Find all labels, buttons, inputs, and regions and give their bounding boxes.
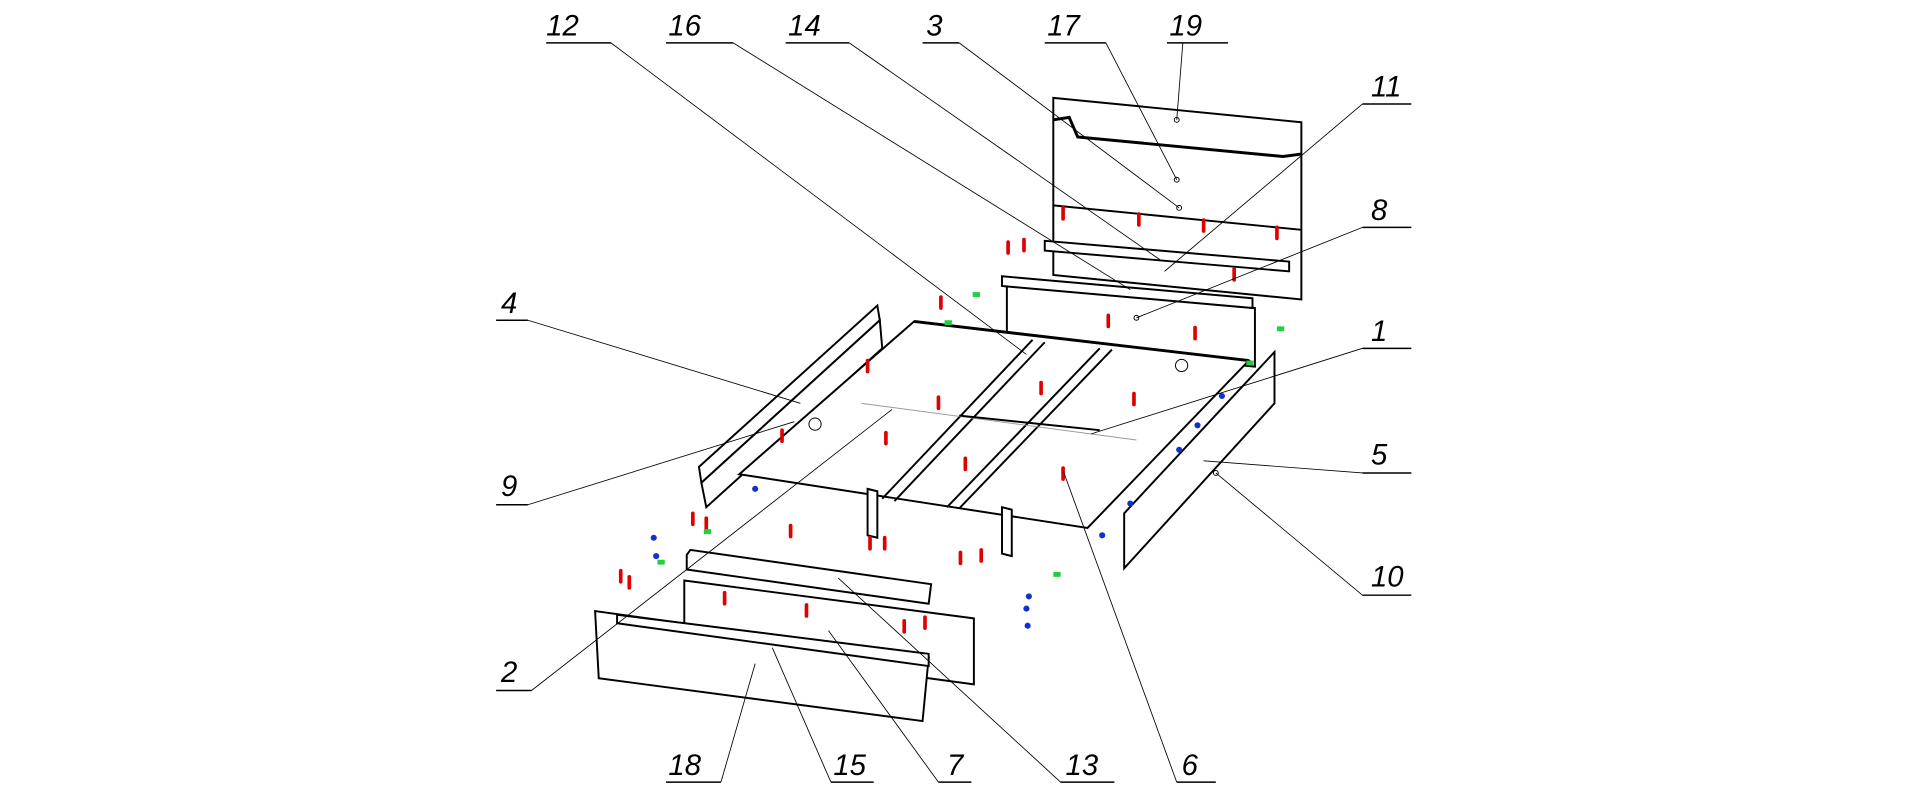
left-side-rail	[697, 303, 884, 510]
callout-leader-line	[732, 42, 1131, 291]
callout-leader-line	[1105, 42, 1178, 180]
fastener-blue	[1218, 392, 1225, 400]
callout-1: 1	[1091, 315, 1412, 435]
fastener-blue	[1127, 500, 1134, 507]
callout-label: 2	[500, 656, 517, 689]
callout-label: 7	[947, 749, 965, 782]
callout-leader-line	[527, 319, 801, 404]
callout-label: 13	[1066, 749, 1099, 782]
callout-label: 19	[1169, 10, 1202, 43]
callout-leader-line	[1091, 347, 1363, 435]
callout-leader-line	[531, 409, 893, 691]
callout-13: 13	[837, 577, 1115, 783]
callout-leader-line	[837, 577, 1061, 783]
callout-leader-line	[1203, 460, 1363, 474]
callout-leader-line	[849, 42, 1162, 261]
front-rail	[685, 548, 933, 605]
fastener-blue	[752, 485, 759, 492]
callout-18: 18	[665, 663, 756, 783]
fastener-blue	[1023, 605, 1030, 612]
fastener-blue	[1194, 422, 1201, 429]
callout-label: 6	[1182, 749, 1199, 782]
callout-17: 17	[1044, 10, 1178, 180]
fastener-green	[703, 529, 712, 535]
callout-label: 16	[668, 10, 701, 43]
callout-16: 16	[665, 10, 1131, 291]
fastener-green	[1053, 571, 1061, 577]
callout-7: 7	[828, 630, 972, 783]
callout-label: 1	[1371, 315, 1387, 348]
fastener-blue	[1025, 593, 1032, 600]
fastener-blue	[1176, 446, 1183, 453]
callout-label: 4	[501, 287, 517, 320]
callout-8: 8	[1136, 194, 1412, 319]
callout-label: 9	[501, 470, 517, 503]
callout-leader-line	[828, 630, 939, 783]
callout-14: 14	[785, 10, 1162, 261]
fastener-green	[1276, 326, 1285, 332]
footboard	[594, 609, 930, 723]
callout-leader-line	[610, 42, 1027, 355]
fastener-green	[972, 292, 980, 298]
callout-11: 11	[1164, 71, 1412, 272]
callout-leader-line	[1062, 470, 1178, 783]
callout-label: 3	[926, 10, 943, 43]
callout-leader-line	[720, 663, 756, 783]
fastener-blue	[653, 553, 660, 560]
fastener-blue	[1099, 532, 1106, 539]
callout-leader-line	[1164, 103, 1363, 272]
callout-leader-line	[1215, 472, 1363, 596]
fastener-green	[1246, 360, 1254, 366]
callout-label: 14	[788, 10, 821, 43]
callout-label: 15	[833, 749, 866, 782]
callout-2: 2	[496, 409, 893, 692]
fastener-blue	[1024, 622, 1031, 629]
callout-leader-line	[527, 421, 795, 506]
callout-12: 12	[546, 10, 1027, 355]
bed-platform	[737, 320, 1251, 558]
callout-19: 19	[1166, 10, 1229, 120]
callout-9: 9	[496, 421, 795, 506]
headboard-beam	[1043, 239, 1291, 273]
callout-label: 5	[1371, 438, 1388, 471]
callout-10: 10	[1215, 472, 1412, 596]
fasteners	[618, 205, 1285, 634]
callout-label: 10	[1371, 561, 1404, 594]
callout-leader-line	[1176, 42, 1184, 120]
callout-label: 17	[1047, 10, 1081, 43]
callout-15: 15	[771, 647, 874, 783]
fastener-green	[657, 559, 665, 565]
callout-leader-line	[1136, 226, 1363, 319]
fastener-green	[944, 320, 952, 326]
callout-label: 18	[668, 749, 701, 782]
callout-4: 4	[496, 287, 801, 404]
callout-3: 3	[922, 10, 1180, 209]
callout-label: 8	[1371, 194, 1388, 227]
callout-leader-line	[958, 42, 1180, 209]
callout-label: 12	[546, 10, 579, 43]
callout-5: 5	[1203, 438, 1412, 474]
callout-6: 6	[1062, 470, 1216, 783]
callout-leader-line	[771, 647, 832, 783]
callout-label: 11	[1371, 71, 1401, 104]
fastener-blue	[650, 534, 657, 541]
